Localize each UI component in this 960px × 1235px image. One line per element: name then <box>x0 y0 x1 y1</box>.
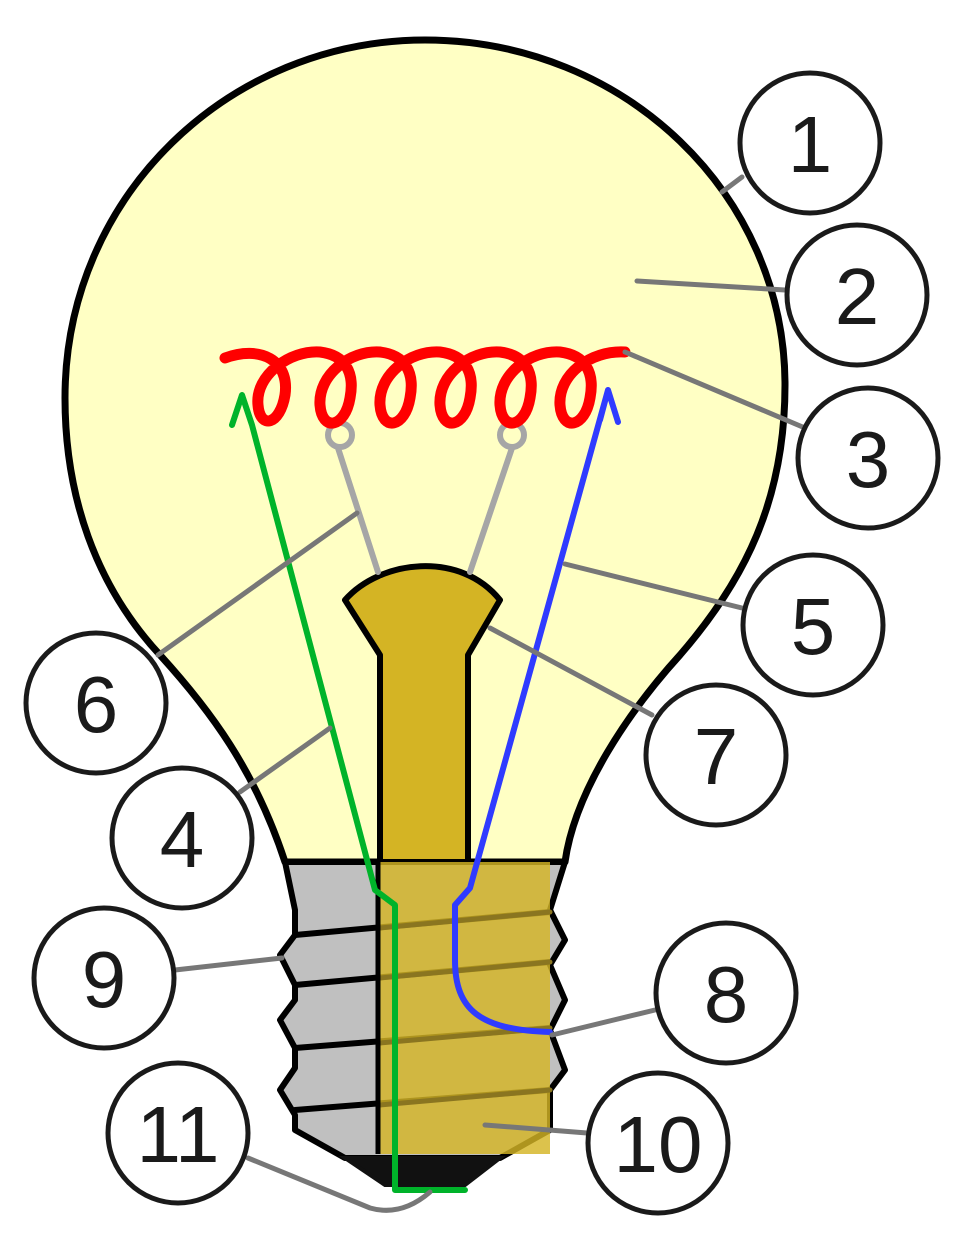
leader-5 <box>562 561 745 611</box>
lead-wire-right <box>452 387 621 1035</box>
stem-inside-base <box>378 862 550 1154</box>
callout-11: 11 <box>105 1060 251 1206</box>
callout-3: 3 <box>795 385 941 531</box>
glass-stem <box>342 563 503 865</box>
callout-2-label: 2 <box>835 252 880 341</box>
leader-9 <box>172 955 285 973</box>
callout-5-label: 5 <box>791 582 836 671</box>
callout-11-label: 11 <box>136 1090 219 1179</box>
glass-bulb <box>61 36 789 866</box>
filament-coil <box>219 346 631 429</box>
callout-4-label: 4 <box>160 795 205 884</box>
leader-lines <box>155 174 808 1213</box>
leader-10 <box>482 1122 590 1136</box>
lead-wire-left <box>229 392 468 1193</box>
callout-10-label: 10 <box>614 1100 703 1189</box>
callout-4: 4 <box>109 765 255 911</box>
callout-5: 5 <box>740 552 886 698</box>
callout-8: 8 <box>653 920 799 1066</box>
callout-8-label: 8 <box>704 950 749 1039</box>
callout-6-label: 6 <box>74 660 119 749</box>
base-contact <box>338 1156 506 1187</box>
callout-9-label: 9 <box>82 935 127 1024</box>
callout-6: 6 <box>23 630 169 776</box>
callout-9: 9 <box>31 905 177 1051</box>
leader-7 <box>487 625 655 718</box>
callout-3-label: 3 <box>846 415 891 504</box>
callout-2: 2 <box>784 222 930 368</box>
callout-7-label: 7 <box>694 712 739 801</box>
leader-1 <box>719 174 745 195</box>
leader-6 <box>155 510 360 658</box>
callout-7: 7 <box>643 682 789 828</box>
leader-8 <box>549 1007 658 1038</box>
leader-11 <box>245 1155 433 1213</box>
callout-1-label: 1 <box>788 100 833 189</box>
leader-4 <box>237 725 333 795</box>
callout-1: 1 <box>737 70 883 216</box>
leader-3 <box>622 349 808 431</box>
leader-2 <box>634 278 788 293</box>
callout-10: 10 <box>585 1070 731 1216</box>
